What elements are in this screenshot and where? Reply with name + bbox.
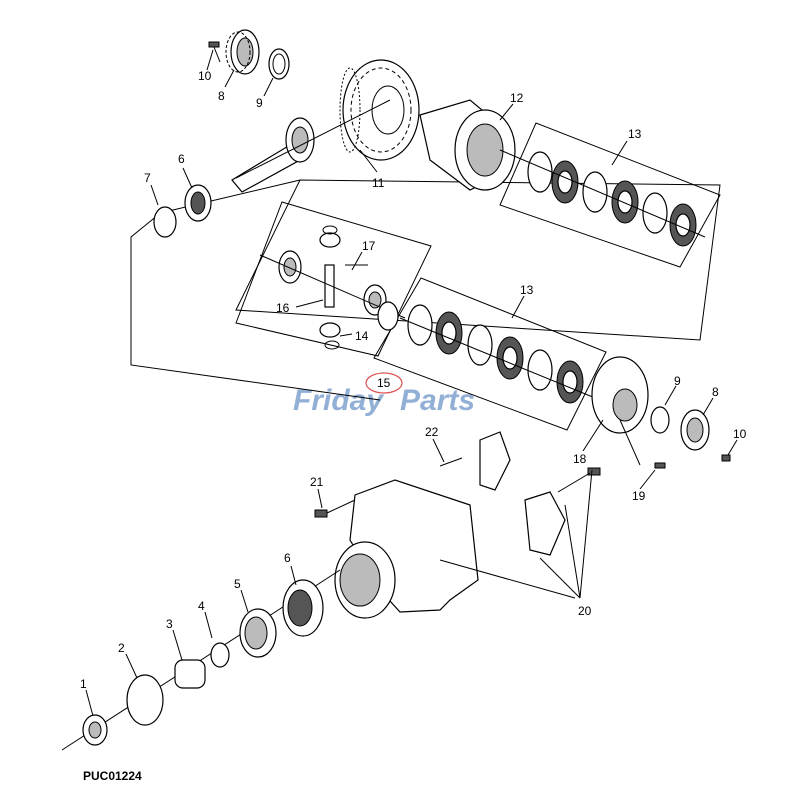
seal-9-top (268, 48, 290, 80)
diagram-code: PUC01224 (83, 769, 142, 783)
callout-8-right: 8 (712, 385, 719, 399)
callout-4: 4 (198, 599, 205, 613)
spider-gear-box (235, 201, 432, 357)
watermark-text-b: Parts (400, 384, 475, 417)
callout-7: 7 (144, 171, 151, 185)
nut-8-right (680, 409, 710, 451)
callout-21: 21 (310, 475, 324, 489)
seal-9-right (650, 406, 670, 434)
clutch-pack-box-upper (499, 122, 721, 268)
spacer-3 (174, 659, 206, 689)
callout-labels: 10 8 9 11 12 13 6 7 17 16 13 14 15 18 9 … (80, 69, 747, 691)
washer-2 (126, 674, 164, 726)
callout-22: 22 (425, 425, 439, 439)
callout-5: 5 (234, 577, 241, 591)
spider-gears (259, 225, 406, 350)
callout-20: 20 (578, 604, 592, 618)
left-bracket-line (130, 214, 381, 401)
clutch-discs-13-lower (377, 301, 601, 404)
dowel-pin (439, 457, 463, 467)
callout-9-top: 9 (256, 96, 263, 110)
callout-6-top: 6 (178, 152, 185, 166)
callout-13-upper: 13 (628, 127, 642, 141)
ring-gear-11 (339, 59, 420, 161)
callout-15: 15 (377, 376, 391, 390)
bolt-10-right (721, 454, 731, 462)
snap-ring-7 (153, 206, 177, 238)
watermark-logo: Friday Parts (293, 384, 475, 417)
callout-9-right: 9 (674, 374, 681, 388)
callout-12: 12 (510, 91, 524, 105)
leader-20-a (564, 469, 593, 599)
bearing-6-top (184, 184, 212, 222)
callout-2: 2 (118, 641, 125, 655)
leader-20-b (539, 557, 581, 599)
cup-5 (239, 608, 277, 658)
bearing-cap-22 (479, 431, 511, 491)
outer-frame-box (235, 179, 721, 341)
clutch-discs-13-upper (499, 149, 706, 247)
callout-17: 17 (362, 239, 376, 253)
callout-16: 16 (276, 301, 290, 315)
callout-10-right: 10 (733, 427, 747, 441)
pinion-shaft (231, 99, 391, 193)
callout-3: 3 (166, 617, 173, 631)
callout-10-top: 10 (198, 69, 212, 83)
callout-14: 14 (355, 329, 369, 343)
bolt-10-top (208, 41, 221, 63)
leader-lines (85, 49, 738, 717)
bolt-21 (314, 499, 356, 518)
bearing-6-bottom (282, 579, 324, 637)
axle-housing (334, 479, 576, 619)
flange-18 (591, 356, 649, 466)
callout-6-bottom: 6 (284, 551, 291, 565)
callout-19: 19 (632, 489, 646, 503)
callout-1: 1 (80, 677, 87, 691)
bearing-cap-20 (524, 467, 601, 556)
callout-11: 11 (372, 176, 385, 190)
nut-1 (82, 714, 108, 746)
callout-15-highlight (365, 372, 403, 394)
callout-13-lower: 13 (520, 283, 534, 297)
bolt-19 (654, 462, 666, 469)
callout-8-top: 8 (218, 89, 225, 103)
clutch-pack-box-lower (373, 277, 607, 431)
differential-case-12 (419, 99, 516, 191)
nut-8-top (225, 29, 260, 75)
ring-4 (210, 642, 230, 668)
callout-18: 18 (573, 452, 587, 466)
watermark-text-a: Friday (293, 384, 384, 417)
